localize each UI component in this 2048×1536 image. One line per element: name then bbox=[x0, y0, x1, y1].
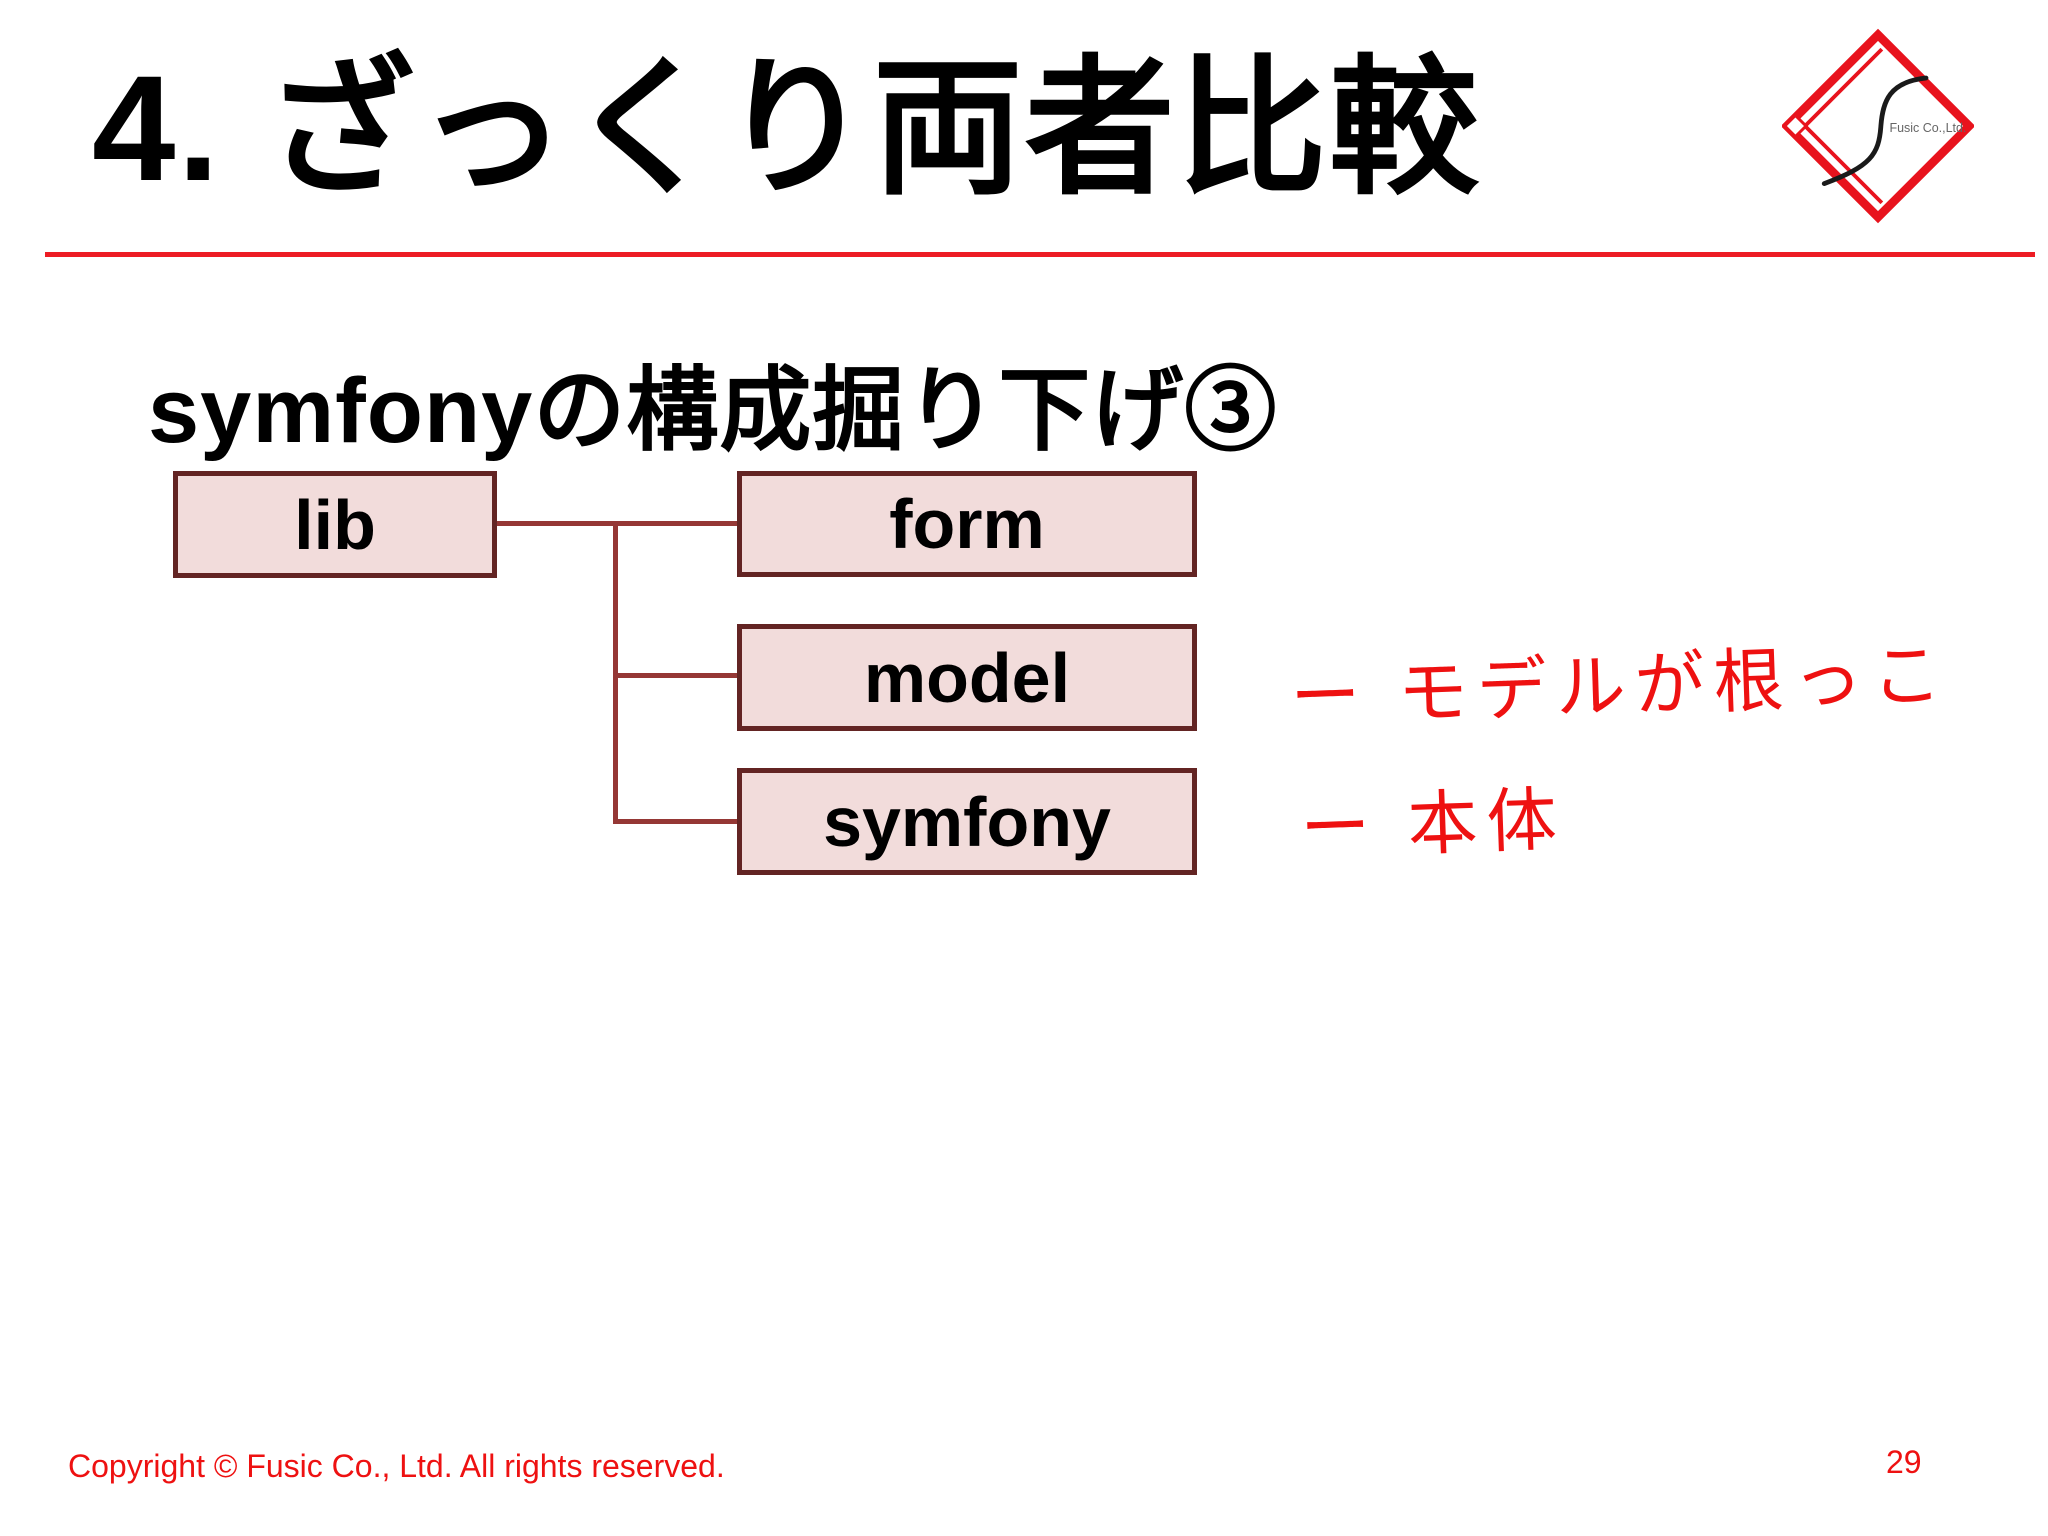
logo-s-curve bbox=[1821, 75, 1929, 186]
connector-to-model bbox=[613, 673, 737, 678]
footer-page-number: 29 bbox=[1886, 1444, 1922, 1480]
footer-copyright: Copyright © Fusic Co., Ltd. All rights r… bbox=[68, 1448, 725, 1484]
logo-company-text: Fusic Co.,Ltd. bbox=[1889, 121, 1966, 135]
handwritten-annotation-model: ー モデルが根っこ bbox=[1289, 635, 1952, 737]
connector-to-symfony bbox=[613, 819, 737, 824]
tree-node-form-label: form bbox=[889, 485, 1045, 563]
connector-trunk bbox=[613, 521, 618, 824]
logo-corner-diamond bbox=[1782, 113, 1809, 139]
tree-node-model: model bbox=[737, 624, 1197, 731]
logo-inner-line-upper-left bbox=[1799, 47, 1884, 132]
tree-node-lib-label: lib bbox=[294, 485, 376, 564]
logo-diamond-outline bbox=[1782, 28, 1974, 224]
handwritten-annotation-symfony: ー 本体 bbox=[1298, 780, 1567, 868]
title-divider-rule bbox=[45, 252, 2035, 257]
tree-node-model-label: model bbox=[863, 638, 1071, 717]
tree-node-form: form bbox=[737, 471, 1197, 577]
slide-subtitle: symfonyの構成掘り下げ③ bbox=[148, 360, 1278, 462]
slide-title: 4. ざっくり両者比較 bbox=[92, 44, 1481, 212]
logo-inner-line-lower-left bbox=[1799, 120, 1884, 205]
tree-node-symfony: symfony bbox=[737, 768, 1197, 875]
tree-node-lib: lib bbox=[173, 471, 497, 578]
tree-node-symfony-label: symfony bbox=[823, 782, 1111, 861]
fusic-logo: Fusic Co.,Ltd. bbox=[1782, 28, 1974, 224]
